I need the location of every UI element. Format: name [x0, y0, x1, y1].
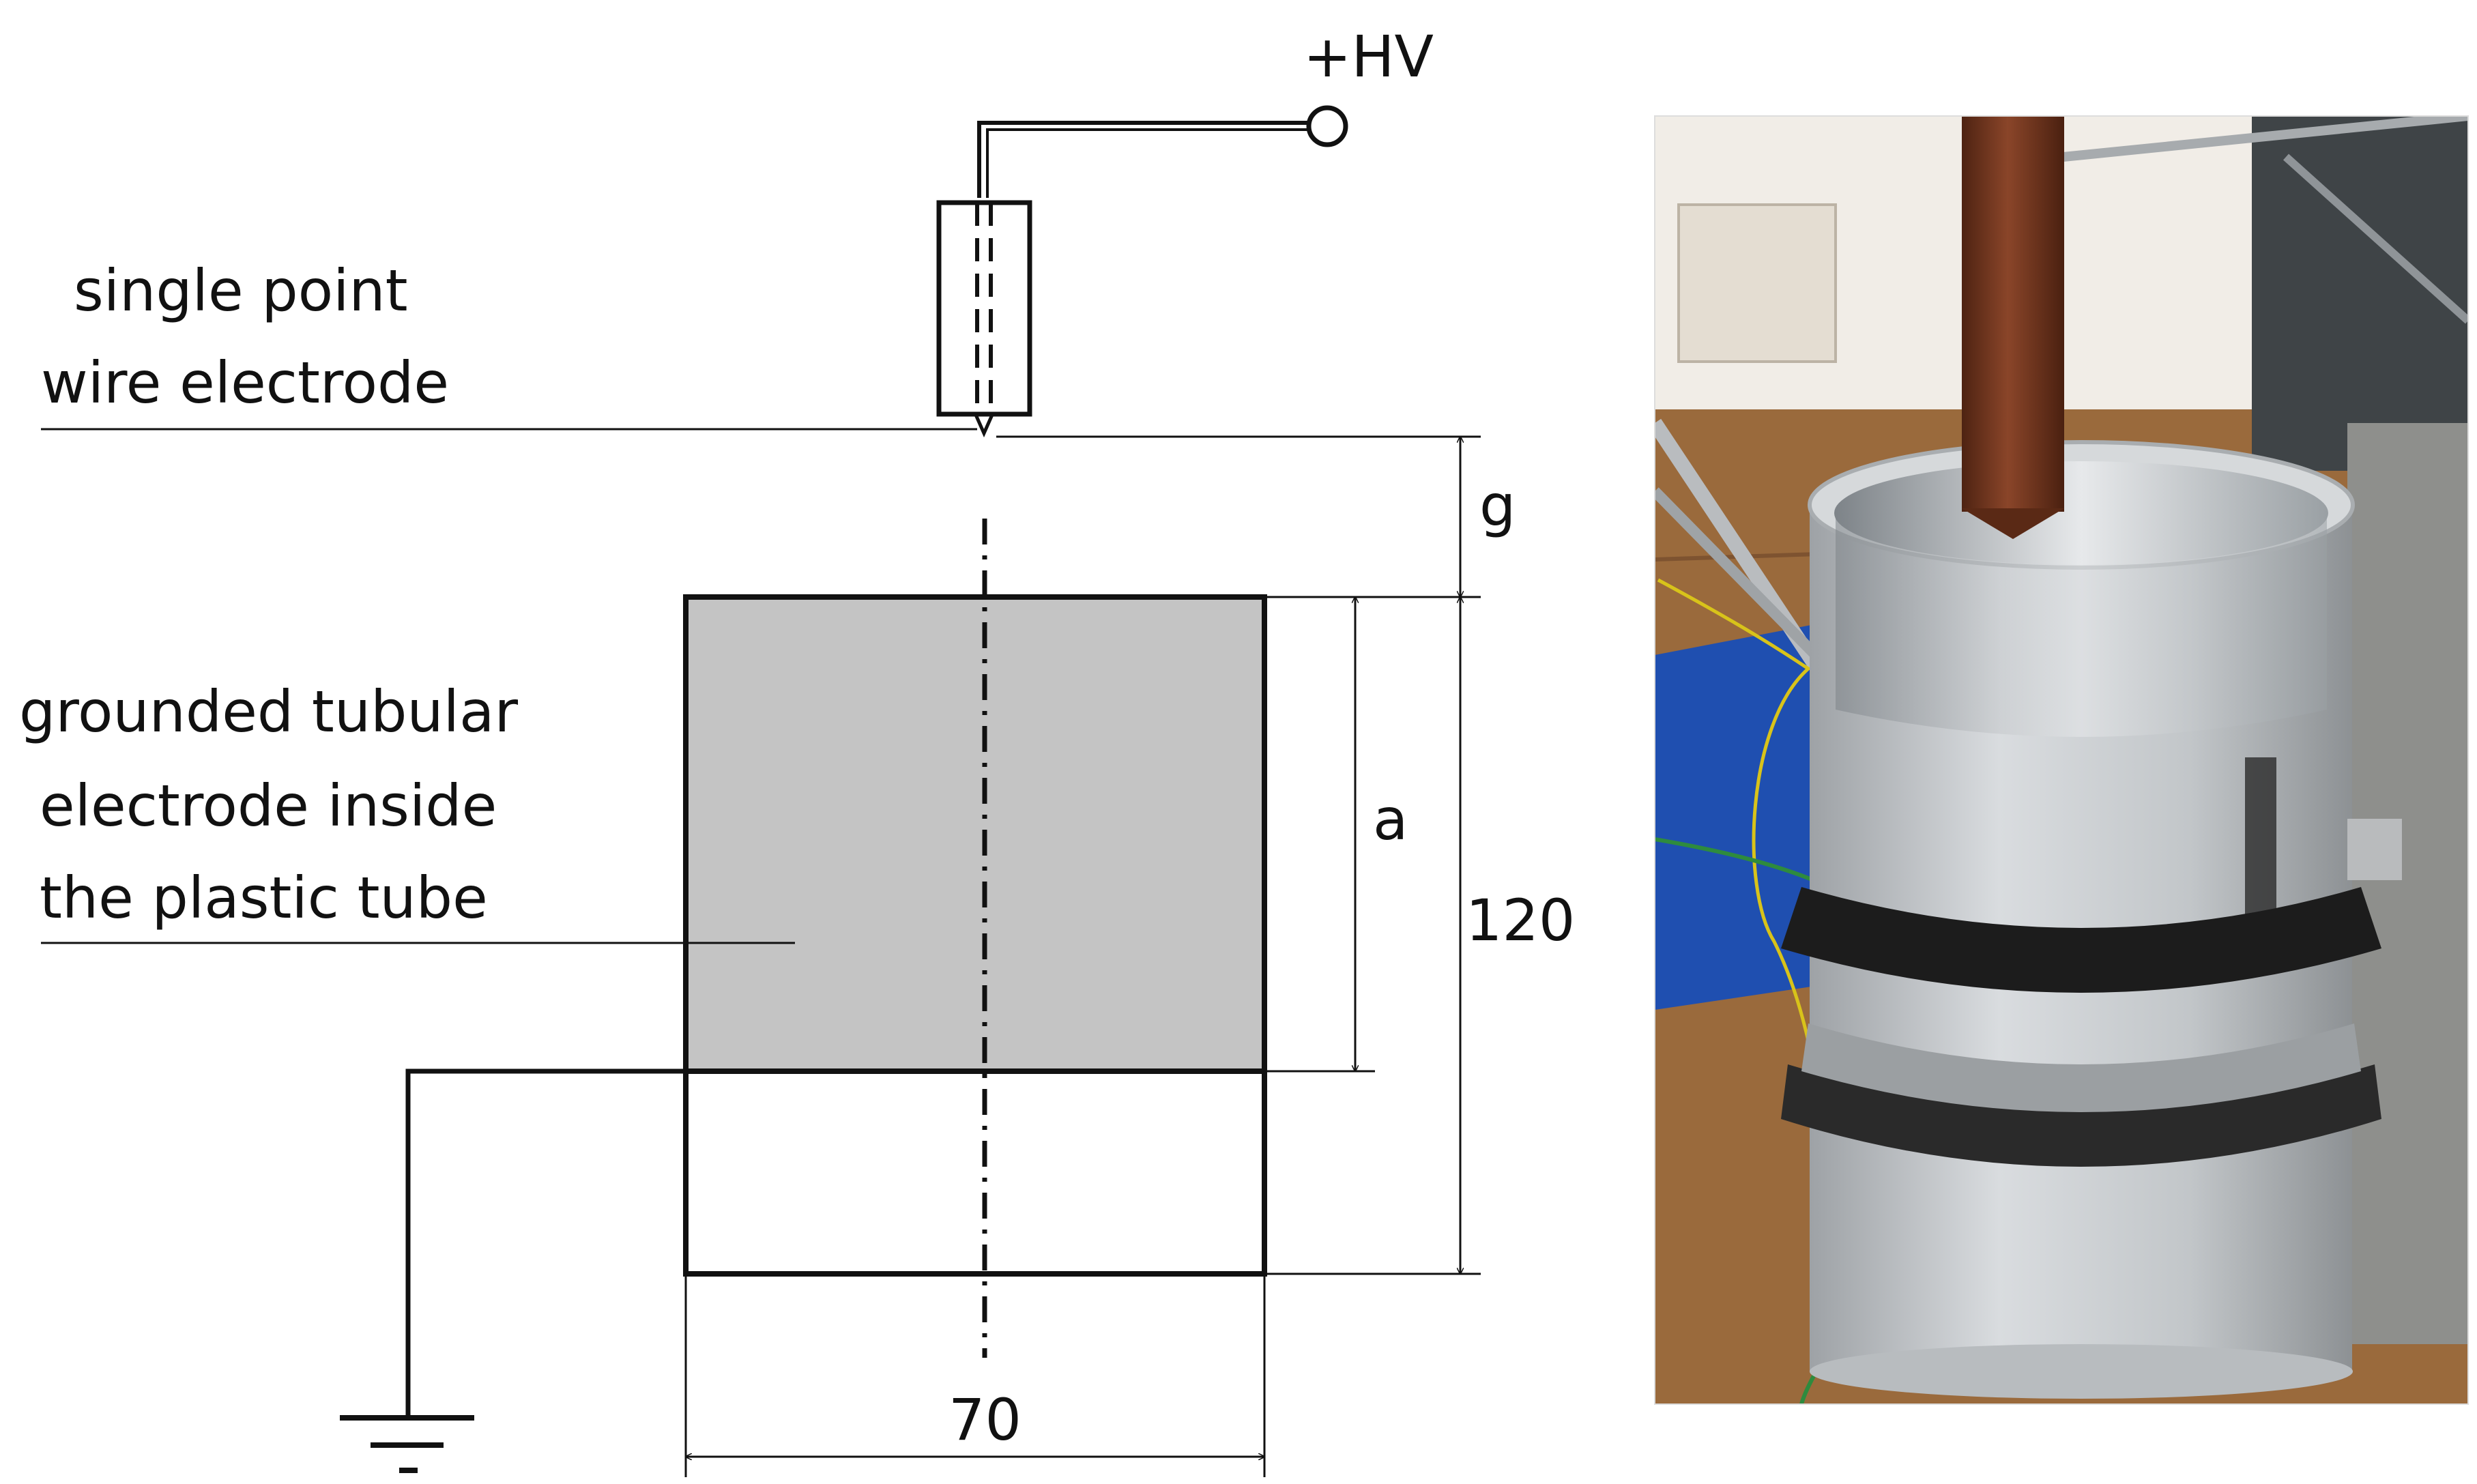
photo-frame [1654, 115, 2469, 1405]
electrode-height-label: a [1373, 786, 1408, 853]
photo-wall-socket [1677, 203, 1837, 363]
grounded-tubular-electrode [683, 594, 1267, 1074]
setup-photo [1654, 115, 2469, 1405]
ground-wire [405, 1068, 686, 1416]
hv-label: +HV [1303, 23, 1434, 90]
tube-height-label: 120 [1466, 887, 1575, 954]
photo-clamp-screw [2347, 819, 2402, 880]
tubular-electrode-label-2: electrode inside [40, 772, 497, 839]
photo-rod-electrode [1962, 116, 2064, 512]
hv-terminal [1306, 105, 1348, 147]
photo-rail-2 [2283, 154, 2468, 324]
wire-tip-icon [974, 413, 994, 438]
hv-cable [977, 121, 1309, 198]
photo-tube-bottom [1810, 1344, 2353, 1399]
photo-clamp-ring [1781, 887, 2381, 993]
wire-electrode-label-1: single point [74, 257, 408, 324]
schematic: +HV single point wire electrode grounded… [19, 23, 1575, 1477]
photo-rail [1995, 116, 2468, 169]
hv-cable-inner [986, 128, 1309, 198]
gap-label: g [1479, 472, 1516, 539]
tubular-electrode-label-1: grounded tubular [19, 678, 518, 745]
photo-inner-wall [1836, 513, 2327, 737]
tubular-electrode-label-3: the plastic tube [40, 864, 488, 931]
photo-clamp-metal [1801, 1023, 2361, 1112]
photo-metal-case [2347, 423, 2468, 1344]
photo-rod-tip [1962, 508, 2064, 539]
wire-electrode-label-2: wire electrode [41, 349, 449, 416]
tube-diameter-label: 70 [948, 1386, 1022, 1453]
photo-clamp-band [1781, 1064, 2381, 1167]
plastic-tube-lower [683, 1068, 1267, 1277]
photo-yellow-wire [1657, 578, 1824, 1120]
wire-electrode-holder [936, 200, 1032, 417]
